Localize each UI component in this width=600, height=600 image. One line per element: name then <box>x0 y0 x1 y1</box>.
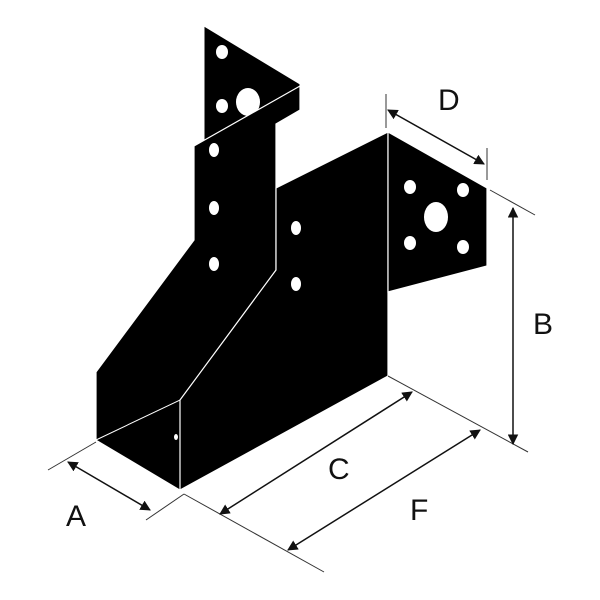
dimension-label-a: A <box>66 500 87 533</box>
dimension-f-line <box>287 429 481 551</box>
dimension-label-d: D <box>438 84 460 117</box>
small-hole <box>174 434 178 440</box>
dimension-d-line <box>387 109 485 165</box>
bolt-hole <box>216 99 228 113</box>
bolt-hole-large <box>236 88 260 116</box>
nail-hole <box>209 257 219 271</box>
bolt-hole <box>404 236 416 250</box>
nail-hole <box>209 201 219 215</box>
right-flange <box>387 130 488 293</box>
bolt-hole <box>216 45 228 59</box>
bolt-hole-large <box>424 202 448 232</box>
bolt-hole <box>457 183 469 197</box>
dimension-a-line <box>67 461 151 511</box>
nail-hole <box>291 221 301 235</box>
dimension-lines <box>67 109 519 551</box>
bolt-hole <box>404 180 416 194</box>
nail-hole <box>291 277 301 291</box>
extension-lines <box>47 94 536 573</box>
dimension-label-c: C <box>328 453 350 486</box>
dimension-label-b: B <box>533 308 554 341</box>
dimension-label-f: F <box>410 494 429 527</box>
nail-hole <box>209 143 219 157</box>
bolt-hole <box>457 240 469 254</box>
